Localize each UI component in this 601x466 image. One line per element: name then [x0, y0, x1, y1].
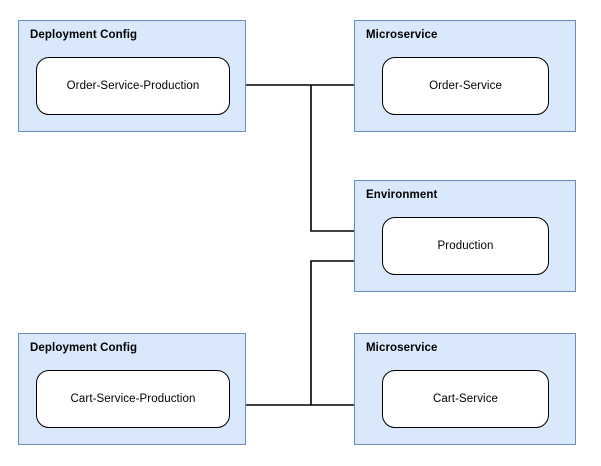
node-label-order-service-production: Order-Service-Production	[66, 80, 200, 92]
node-label-order-service: Order-Service	[429, 80, 502, 92]
node-label-cart-service-production: Cart-Service-Production	[70, 393, 196, 405]
node-order-service[interactable]: Order-Service	[382, 57, 549, 115]
group-title-microservice-order: Microservice	[366, 29, 438, 41]
group-title-deployment-config-order: Deployment Config	[30, 29, 138, 41]
group-environment-production[interactable]: Environment Production	[354, 180, 576, 292]
group-title-environment-production: Environment	[366, 189, 438, 201]
group-deployment-config-order[interactable]: Deployment Config Order-Service-Producti…	[18, 20, 246, 132]
node-label-cart-service: Cart-Service	[432, 393, 499, 405]
node-order-service-production[interactable]: Order-Service-Production	[36, 57, 230, 115]
node-label-production: Production	[437, 240, 494, 252]
group-title-deployment-config-cart: Deployment Config	[30, 342, 138, 354]
node-cart-service[interactable]: Cart-Service	[382, 370, 549, 428]
group-deployment-config-cart[interactable]: Deployment Config Cart-Service-Productio…	[18, 333, 246, 445]
group-title-microservice-cart: Microservice	[366, 342, 438, 354]
group-microservice-order[interactable]: Microservice Order-Service	[354, 20, 576, 132]
node-cart-service-production[interactable]: Cart-Service-Production	[36, 370, 230, 428]
node-production[interactable]: Production	[382, 217, 549, 275]
group-microservice-cart[interactable]: Microservice Cart-Service	[354, 333, 576, 445]
